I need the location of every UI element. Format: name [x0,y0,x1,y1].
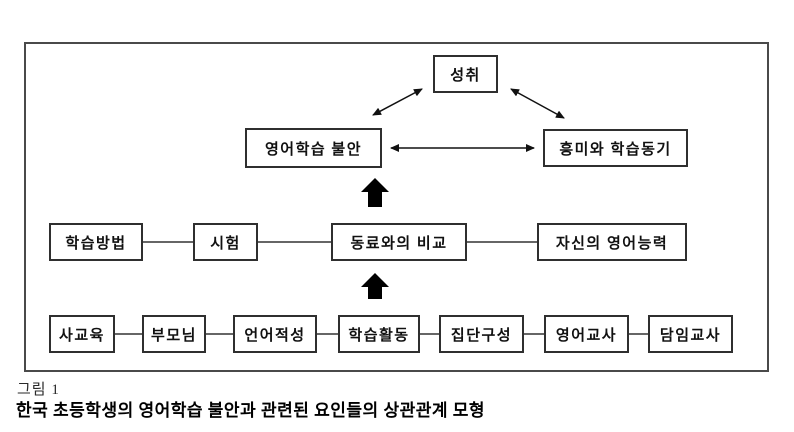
node-learning-method: 학습방법 [49,223,143,261]
node-parents: 부모님 [142,315,206,353]
node-achievement: 성취 [433,55,498,93]
node-private-education: 사교육 [49,315,115,353]
node-english-learning-anxiety: 영어학습 불안 [245,128,382,168]
node-homeroom-teacher: 담임교사 [648,315,733,353]
node-group-composition: 집단구성 [439,315,524,353]
node-interest-and-motivation: 흥미와 학습동기 [543,129,688,167]
figure-caption-title: 한국 초등학생의 영어학습 불안과 관련된 요인들의 상관관계 모형 [16,401,486,420]
node-peer-comparison: 동료와의 비교 [331,223,467,261]
node-learning-activity: 학습활동 [338,315,420,353]
figure-caption-label: 그림 1 [17,382,60,398]
node-english-teacher: 영어교사 [544,315,629,353]
node-language-aptitude: 언어적성 [233,315,317,353]
node-test: 시험 [193,223,258,261]
node-own-english-ability: 자신의 영어능력 [537,223,687,261]
